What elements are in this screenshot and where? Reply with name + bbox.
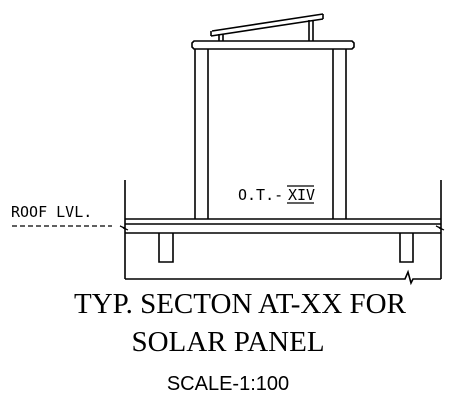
section-title-line1: TYP. SECTON AT-XX FOR [74,288,406,320]
ot-label-prefix: O.T.- [238,186,283,204]
roof-slab [124,218,442,234]
left-break-symbol [119,225,129,231]
tank-top-slab [191,40,355,50]
right-break-symbol [435,225,445,231]
ground-line [125,269,441,286]
right-beam [399,233,414,263]
scale-label: SCALE-1:100 [166,373,290,395]
left-beam [158,233,174,263]
panel-supports [218,20,314,41]
section-title-line2: SOLAR PANEL [131,326,325,358]
roof-level-label: ROOF LVL. [11,203,92,221]
solar-panel [210,13,324,37]
ot-label-roman: XIV [288,186,315,204]
tank-walls [194,49,347,219]
